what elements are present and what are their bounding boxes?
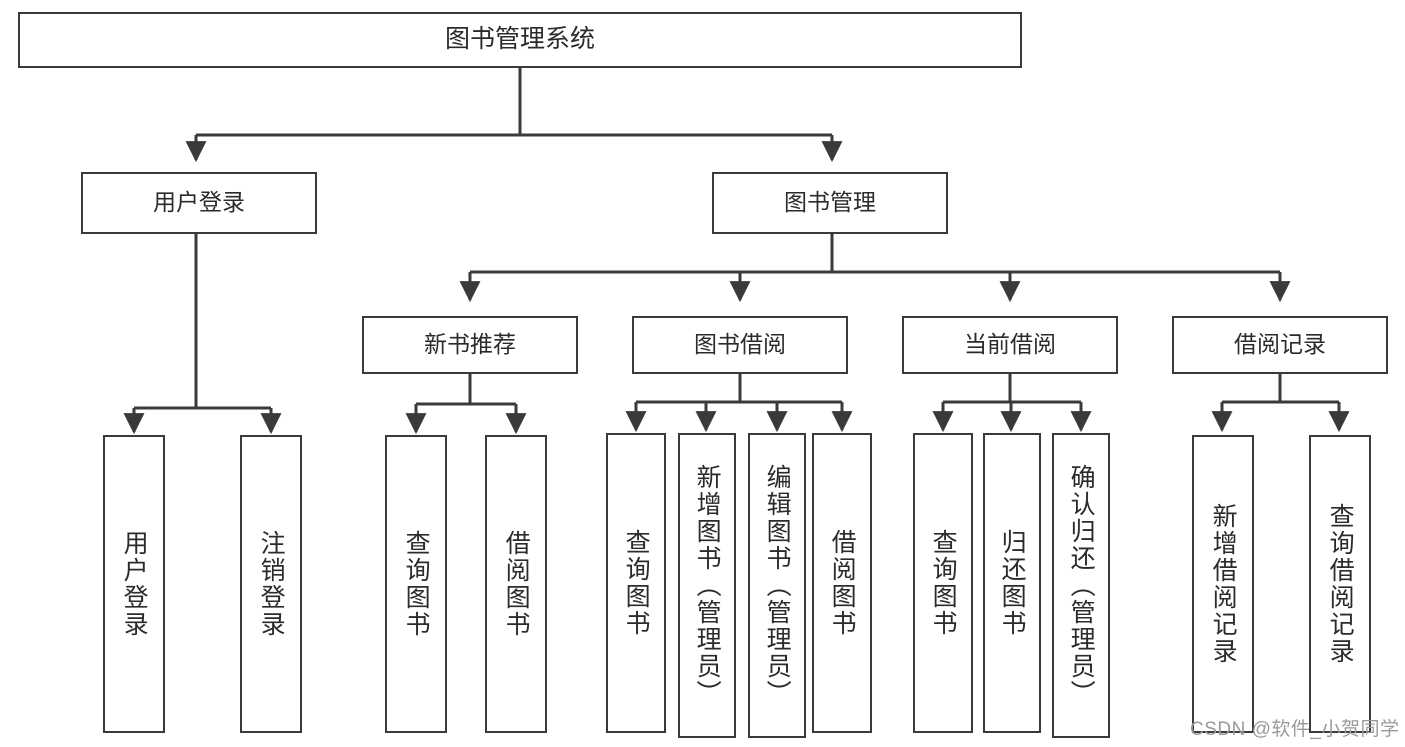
- node-user-login[interactable]: 用户登录: [81, 172, 317, 234]
- leaf-borrow-book[interactable]: 借阅图书: [812, 433, 872, 733]
- leaf-add-borrow-record[interactable]: 新增借阅记录: [1192, 435, 1254, 733]
- node-root-system[interactable]: 图书管理系统: [18, 12, 1022, 68]
- leaf-add-book-admin[interactable]: 新增图书（管理员）: [678, 433, 736, 738]
- node-label: 用户登录: [153, 189, 245, 216]
- node-current-borrow[interactable]: 当前借阅: [902, 316, 1118, 374]
- node-label: 查询图书: [622, 529, 651, 637]
- node-book-management[interactable]: 图书管理: [712, 172, 948, 234]
- node-label: 图书管理: [784, 189, 876, 216]
- leaf-confirm-return-admin[interactable]: 确认归还（管理员）: [1052, 433, 1110, 738]
- node-label: 借阅图书: [828, 529, 857, 637]
- node-label: 查询图书: [929, 529, 958, 637]
- node-label: 查询图书: [402, 530, 431, 638]
- node-borrow-record[interactable]: 借阅记录: [1172, 316, 1388, 374]
- node-label: 借阅记录: [1234, 331, 1326, 358]
- leaf-query-book-recommend[interactable]: 查询图书: [385, 435, 447, 733]
- node-label: 编辑图书（管理员）: [763, 464, 792, 707]
- node-label: 确认归还（管理员）: [1067, 464, 1096, 707]
- leaf-edit-book-admin[interactable]: 编辑图书（管理员）: [748, 433, 806, 738]
- leaf-query-borrow-record[interactable]: 查询借阅记录: [1309, 435, 1371, 733]
- node-label: 查询借阅记录: [1326, 503, 1355, 665]
- node-label: 新增图书（管理员）: [693, 464, 722, 707]
- watermark: CSDN @软件_小贺同学: [1190, 719, 1400, 740]
- leaf-return-book[interactable]: 归还图书: [983, 433, 1041, 733]
- node-label: 图书借阅: [694, 331, 786, 358]
- node-label: 图书管理系统: [444, 25, 595, 54]
- leaf-logout[interactable]: 注销登录: [240, 435, 302, 733]
- node-label: 当前借阅: [964, 331, 1056, 358]
- node-label: 用户登录: [120, 530, 149, 638]
- node-label: 新书推荐: [424, 331, 516, 358]
- leaf-user-login[interactable]: 用户登录: [103, 435, 165, 733]
- node-new-book-recommend[interactable]: 新书推荐: [362, 316, 578, 374]
- node-book-borrow[interactable]: 图书借阅: [632, 316, 848, 374]
- leaf-query-book-current[interactable]: 查询图书: [913, 433, 973, 733]
- node-label: 归还图书: [998, 529, 1027, 637]
- leaf-borrow-book-recommend[interactable]: 借阅图书: [485, 435, 547, 733]
- node-label: 注销登录: [257, 530, 286, 638]
- node-label: 新增借阅记录: [1209, 503, 1238, 665]
- node-label: 借阅图书: [502, 530, 531, 638]
- leaf-query-book-borrow[interactable]: 查询图书: [606, 433, 666, 733]
